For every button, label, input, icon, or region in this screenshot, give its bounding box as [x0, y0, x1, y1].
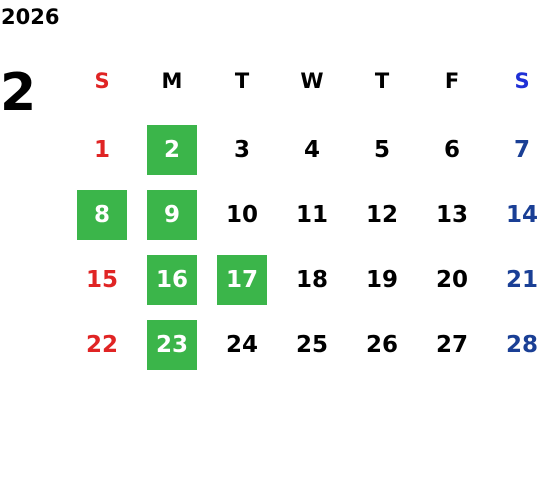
weekday-label-6: S — [514, 69, 530, 93]
calendar-day-cell[interactable]: 25 — [277, 320, 347, 370]
calendar-day-cell[interactable]: 12 — [347, 190, 417, 240]
calendar-day-cell[interactable]: 9 — [137, 190, 207, 240]
calendar-day-cell[interactable]: 18 — [277, 255, 347, 305]
day-number: 3 — [233, 136, 250, 163]
day-number: 5 — [373, 136, 390, 163]
day-number: 14 — [505, 201, 538, 228]
day-number: 24 — [225, 331, 258, 358]
calendar-day-cell[interactable]: 22 — [67, 320, 137, 370]
calendar-day-cell[interactable]: 20 — [417, 255, 487, 305]
day-number: 25 — [295, 331, 328, 358]
calendar-day-cell[interactable]: 19 — [347, 255, 417, 305]
highlighted-day-number: 17 — [217, 255, 267, 305]
day-number: 7 — [513, 136, 530, 163]
calendar-day-cell[interactable]: 16 — [137, 255, 207, 305]
calendar-day-cell[interactable]: 8 — [67, 190, 137, 240]
calendar-day-cell[interactable]: 28 — [487, 320, 548, 370]
weekday-label-1: M — [161, 69, 183, 93]
day-number: 27 — [435, 331, 468, 358]
day-number: 20 — [435, 266, 468, 293]
highlighted-day-number: 8 — [77, 190, 127, 240]
calendar-day-cell[interactable]: 14 — [487, 190, 548, 240]
calendar-day-cell[interactable]: 4 — [277, 125, 347, 175]
highlighted-day-number: 16 — [147, 255, 197, 305]
calendar-day-cell[interactable]: 3 — [207, 125, 277, 175]
day-number: 15 — [85, 266, 118, 293]
highlighted-day-number: 2 — [147, 125, 197, 175]
weekday-label-4: T — [374, 69, 390, 93]
day-number: 4 — [303, 136, 320, 163]
weekday-label-5: F — [444, 69, 460, 93]
calendar-year: 2026 — [1, 5, 60, 29]
calendar-day-cell[interactable]: 5 — [347, 125, 417, 175]
day-number: 1 — [93, 136, 110, 163]
calendar-day-cell[interactable]: 6 — [417, 125, 487, 175]
calendar-day-cell[interactable]: 7 — [487, 125, 548, 175]
day-number: 18 — [295, 266, 328, 293]
calendar-day-cell[interactable]: 23 — [137, 320, 207, 370]
calendar-day-cell[interactable]: 10 — [207, 190, 277, 240]
day-number: 21 — [505, 266, 538, 293]
calendar-day-cell[interactable]: 1 — [67, 125, 137, 175]
calendar-month: 2 — [0, 63, 37, 123]
day-number: 10 — [225, 201, 258, 228]
calendar-day-cell[interactable]: 2 — [137, 125, 207, 175]
calendar-day-cell[interactable]: 17 — [207, 255, 277, 305]
calendar-day-cell[interactable]: 15 — [67, 255, 137, 305]
highlighted-day-number: 23 — [147, 320, 197, 370]
calendar-day-cell[interactable]: 24 — [207, 320, 277, 370]
calendar-day-cell[interactable]: 21 — [487, 255, 548, 305]
day-number: 22 — [85, 331, 118, 358]
day-number: 13 — [435, 201, 468, 228]
calendar-day-cell[interactable]: 26 — [347, 320, 417, 370]
weekday-label-2: T — [234, 69, 250, 93]
day-number: 19 — [365, 266, 398, 293]
day-number: 12 — [365, 201, 398, 228]
weekday-label-0: S — [94, 69, 110, 93]
highlighted-day-number: 9 — [147, 190, 197, 240]
calendar-day-cell[interactable]: 11 — [277, 190, 347, 240]
day-number: 6 — [443, 136, 460, 163]
day-number: 28 — [505, 331, 538, 358]
weekday-label-3: W — [300, 69, 324, 93]
day-number: 11 — [295, 201, 328, 228]
calendar-day-cell[interactable]: 27 — [417, 320, 487, 370]
day-number: 26 — [365, 331, 398, 358]
calendar-day-cell[interactable]: 13 — [417, 190, 487, 240]
